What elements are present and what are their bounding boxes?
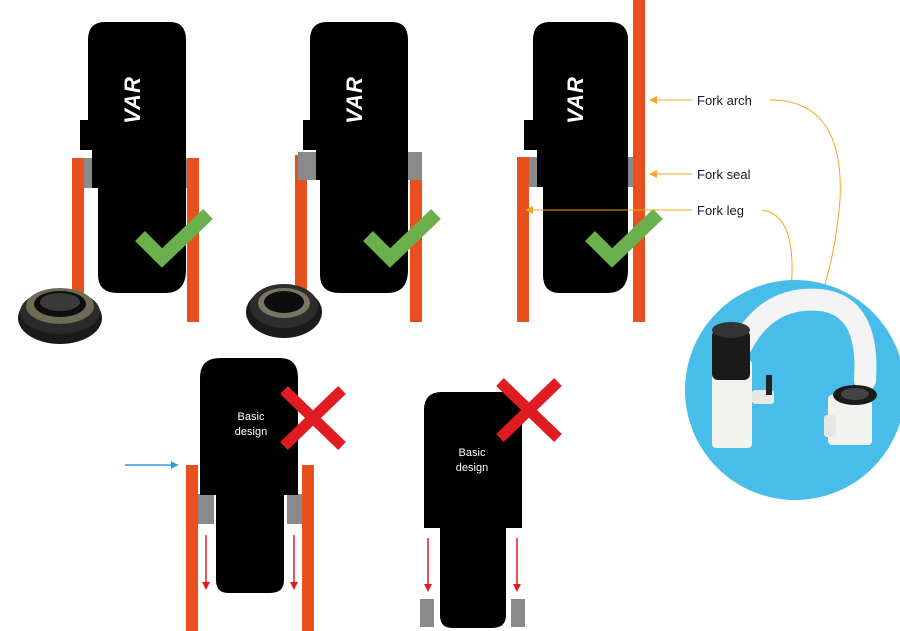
fork-seal-left — [198, 494, 214, 524]
fork-seal-photo — [18, 288, 102, 344]
var-logo: VAR — [342, 76, 367, 124]
panel-wrong-1: Basic design — [125, 358, 346, 631]
var-tool — [524, 22, 628, 293]
var-tool — [303, 22, 408, 293]
down-arrow-left — [424, 538, 432, 592]
fork-seal-right — [511, 599, 525, 627]
basic-tool — [424, 392, 522, 628]
fork-seal-photo — [246, 284, 322, 338]
basic-design-line2: design — [456, 462, 488, 474]
panel-correct-3: VAR — [517, 0, 663, 322]
label-fork-arch: Fork arch — [697, 93, 752, 108]
basic-design-line1: Basic — [459, 447, 486, 459]
label-fork-leg: Fork leg — [697, 203, 744, 218]
down-arrow-right — [290, 535, 298, 590]
label-fork-seal: Fork seal — [697, 167, 751, 182]
panel-correct-1: VAR — [18, 22, 213, 344]
fork-leg-right — [302, 465, 314, 631]
fork-leg-left — [517, 157, 529, 322]
fork-leg-left — [295, 155, 307, 322]
callouts: Fork arch Fork seal Fork leg — [525, 93, 841, 406]
basic-tool — [200, 358, 298, 593]
fork-leg-right — [187, 158, 199, 322]
fork-seal-left — [420, 599, 434, 627]
cross-icon — [280, 386, 346, 450]
fork-leg-left — [186, 465, 198, 631]
check-icon — [135, 208, 213, 268]
var-logo: VAR — [563, 76, 588, 124]
check-icon — [585, 208, 663, 268]
cross-icon — [496, 378, 562, 442]
down-arrow-right — [513, 538, 521, 592]
down-arrow-left — [202, 535, 210, 590]
panel-correct-2: VAR — [246, 22, 441, 338]
panel-wrong-2: Basic design — [420, 378, 562, 628]
var-tool — [80, 22, 186, 293]
fork-arch-leg — [633, 0, 645, 322]
check-icon — [363, 208, 441, 268]
basic-design-line2: design — [235, 426, 267, 438]
var-logo: VAR — [120, 76, 145, 124]
fork-seal-right — [287, 494, 302, 524]
fork-leg-left — [72, 158, 84, 322]
fork-arch-photo — [685, 280, 900, 500]
basic-design-line1: Basic — [238, 411, 265, 423]
